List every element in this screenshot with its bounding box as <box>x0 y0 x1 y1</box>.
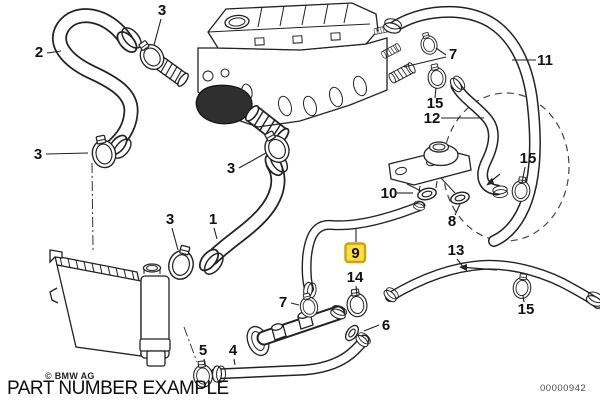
callout-15-c[interactable]: 15 <box>518 301 535 318</box>
engine-cylinder-head <box>151 2 418 148</box>
hose-13 <box>381 259 600 310</box>
callout-3-d[interactable]: 3 <box>166 211 174 228</box>
hose-12 <box>447 73 509 199</box>
callout-10[interactable]: 10 <box>381 185 398 202</box>
callout-8[interactable]: 8 <box>448 213 456 230</box>
callout-13[interactable]: 13 <box>448 242 465 259</box>
callout-11[interactable]: 11 <box>537 52 553 69</box>
radiator <box>49 249 171 367</box>
callout-9-highlighted[interactable]: 9 <box>351 245 359 262</box>
clamp-15a <box>424 61 449 91</box>
callout-3-a[interactable]: 3 <box>158 2 166 19</box>
callout-15-b[interactable]: 15 <box>520 150 537 167</box>
leader-lines <box>45 18 536 367</box>
bmw-copyright: © BMW AG <box>45 371 95 381</box>
drawing-number: 00000942 <box>540 383 586 394</box>
callout-3-c[interactable]: 3 <box>227 160 235 177</box>
caption-part-number-example: PART NUMBER EXAMPLE <box>7 378 229 399</box>
gasket-8 <box>448 189 472 207</box>
callout-7-a[interactable]: 7 <box>449 46 457 63</box>
highlight-box <box>344 242 367 264</box>
callout-12[interactable]: 12 <box>424 110 441 127</box>
hose-4 <box>209 330 373 383</box>
clamp-15c <box>511 272 533 300</box>
clamp-7a <box>417 30 440 57</box>
assembly-alignment-lines <box>91 162 198 363</box>
hose-9-highlighted-part <box>301 199 427 300</box>
callout-4[interactable]: 4 <box>229 342 238 359</box>
water-pump-elbow <box>195 84 253 125</box>
callout-3-b[interactable]: 3 <box>34 146 42 163</box>
flow-arrow-icon <box>486 177 494 186</box>
callout-5[interactable]: 5 <box>199 342 207 359</box>
callout-1[interactable]: 1 <box>209 211 217 228</box>
clamp-3d <box>165 242 199 283</box>
callout-15-a[interactable]: 15 <box>427 95 444 112</box>
hose-11 <box>381 5 541 247</box>
water-pipe-assembly <box>246 303 349 357</box>
callout-labels: 2 3 3 3 1 3 7 11 15 12 10 8 15 9 14 13 6… <box>34 2 553 359</box>
thermostat-housing <box>388 141 472 194</box>
hose-1 <box>195 147 292 279</box>
hose-2 <box>52 8 146 163</box>
callout-6[interactable]: 6 <box>382 317 390 334</box>
expansion-tank-phantom-outline <box>442 92 570 242</box>
callout-14[interactable]: 14 <box>347 269 364 286</box>
callout-7-b[interactable]: 7 <box>279 294 287 311</box>
callout-2[interactable]: 2 <box>35 44 43 61</box>
